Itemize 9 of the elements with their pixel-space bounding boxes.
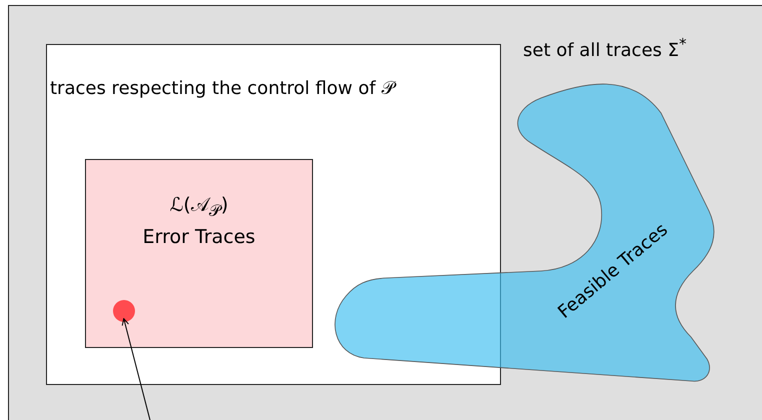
set-region [46, 44, 501, 385]
set-region [8, 5, 762, 420]
set-label: ℒ(𝒜$_{𝒫}$) [168, 194, 230, 220]
set-label: traces respecting the control flow of 𝒫 [50, 78, 394, 99]
set-region [85, 159, 313, 348]
set-label: set of all traces Σ$^{*}$ [523, 35, 686, 61]
point-marker [113, 300, 135, 322]
arrow [122, 318, 150, 420]
set-label: Error Traces [142, 226, 256, 248]
